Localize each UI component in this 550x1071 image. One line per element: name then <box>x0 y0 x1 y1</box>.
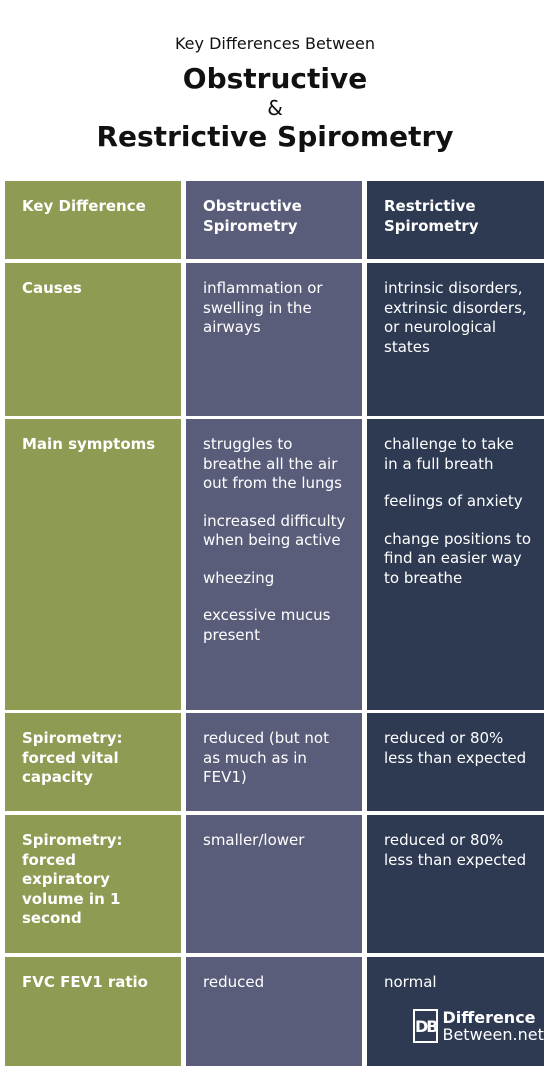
header-title-obstructive: Obstructive <box>182 62 368 95</box>
row-label-main-symptoms: Main symptoms <box>5 419 181 710</box>
cell-restrictive-causes: intrinsic disorders, extrinsic disorders… <box>367 263 544 416</box>
cell-obstructive-causes: inflammation or swelling in the airways <box>186 263 362 416</box>
list-item: increased difficulty when being active <box>203 511 346 550</box>
table-header-key-difference: Key Difference <box>5 181 181 259</box>
logo-line-2: Between.net <box>442 1025 544 1044</box>
cell-obstructive-fvc: reduced (but not as much as in FEV1) <box>186 713 362 811</box>
logo-wordmark: Difference Between.net <box>442 1009 543 1043</box>
table-header-restrictive: Restrictive Spirometry <box>367 181 544 259</box>
header-ampersand: & <box>267 96 283 120</box>
list-item: inflammation or swelling in the airways <box>203 279 323 336</box>
row-label-forced-expiratory-volume: Spirometry: forced expiratory volume in … <box>5 815 181 953</box>
list-item: change positions to find an easier way t… <box>384 529 532 587</box>
list-item: normal <box>384 973 437 991</box>
row-label-forced-vital-capacity: Spirometry: forced vital capacity <box>5 713 181 811</box>
header-pretitle: Key Differences Between <box>174 34 375 53</box>
list-item: intrinsic disorders, extrinsic disorders… <box>384 279 527 356</box>
row-label-causes: Causes <box>5 263 181 416</box>
list-item: smaller/lower <box>203 831 305 849</box>
table-header-obstructive: Obstructive Spirometry <box>186 181 362 259</box>
cell-obstructive-ratio: reduced <box>186 957 362 1066</box>
list-item: reduced (but not as much as in FEV1) <box>203 729 329 786</box>
logo-line-1: Difference <box>442 1008 536 1027</box>
list-item: wheezing <box>203 568 275 587</box>
list-item: struggles to breathe all the air out fro… <box>203 435 342 492</box>
list-item: reduced <box>203 973 265 991</box>
list-item: challenge to take in a full breath <box>384 435 514 473</box>
header-title-restrictive: Restrictive Spirometry <box>96 120 454 153</box>
list-item: feelings of anxiety <box>384 492 523 510</box>
row-label-fvc-fev1-ratio: FVC FEV1 ratio <box>5 957 181 1066</box>
cell-restrictive-symptoms: challenge to take in a full breath feeli… <box>367 419 544 710</box>
cell-obstructive-fev1: smaller/lower <box>186 815 362 953</box>
logo-mark: DB <box>413 1009 439 1043</box>
cell-restrictive-ratio: normal <box>367 957 544 1066</box>
list-item: reduced or 80% less than expected <box>384 831 527 869</box>
cell-obstructive-symptoms: struggles to breathe all the air out fro… <box>186 419 362 710</box>
cell-restrictive-fev1: reduced or 80% less than expected <box>367 815 544 953</box>
cell-restrictive-fvc: reduced or 80% less than expected <box>367 713 544 811</box>
list-item: excessive mucus present <box>203 606 331 644</box>
list-item: reduced or 80% less than expected <box>384 729 527 767</box>
difference-between-logo: DB Difference Between.net <box>413 1006 544 1046</box>
